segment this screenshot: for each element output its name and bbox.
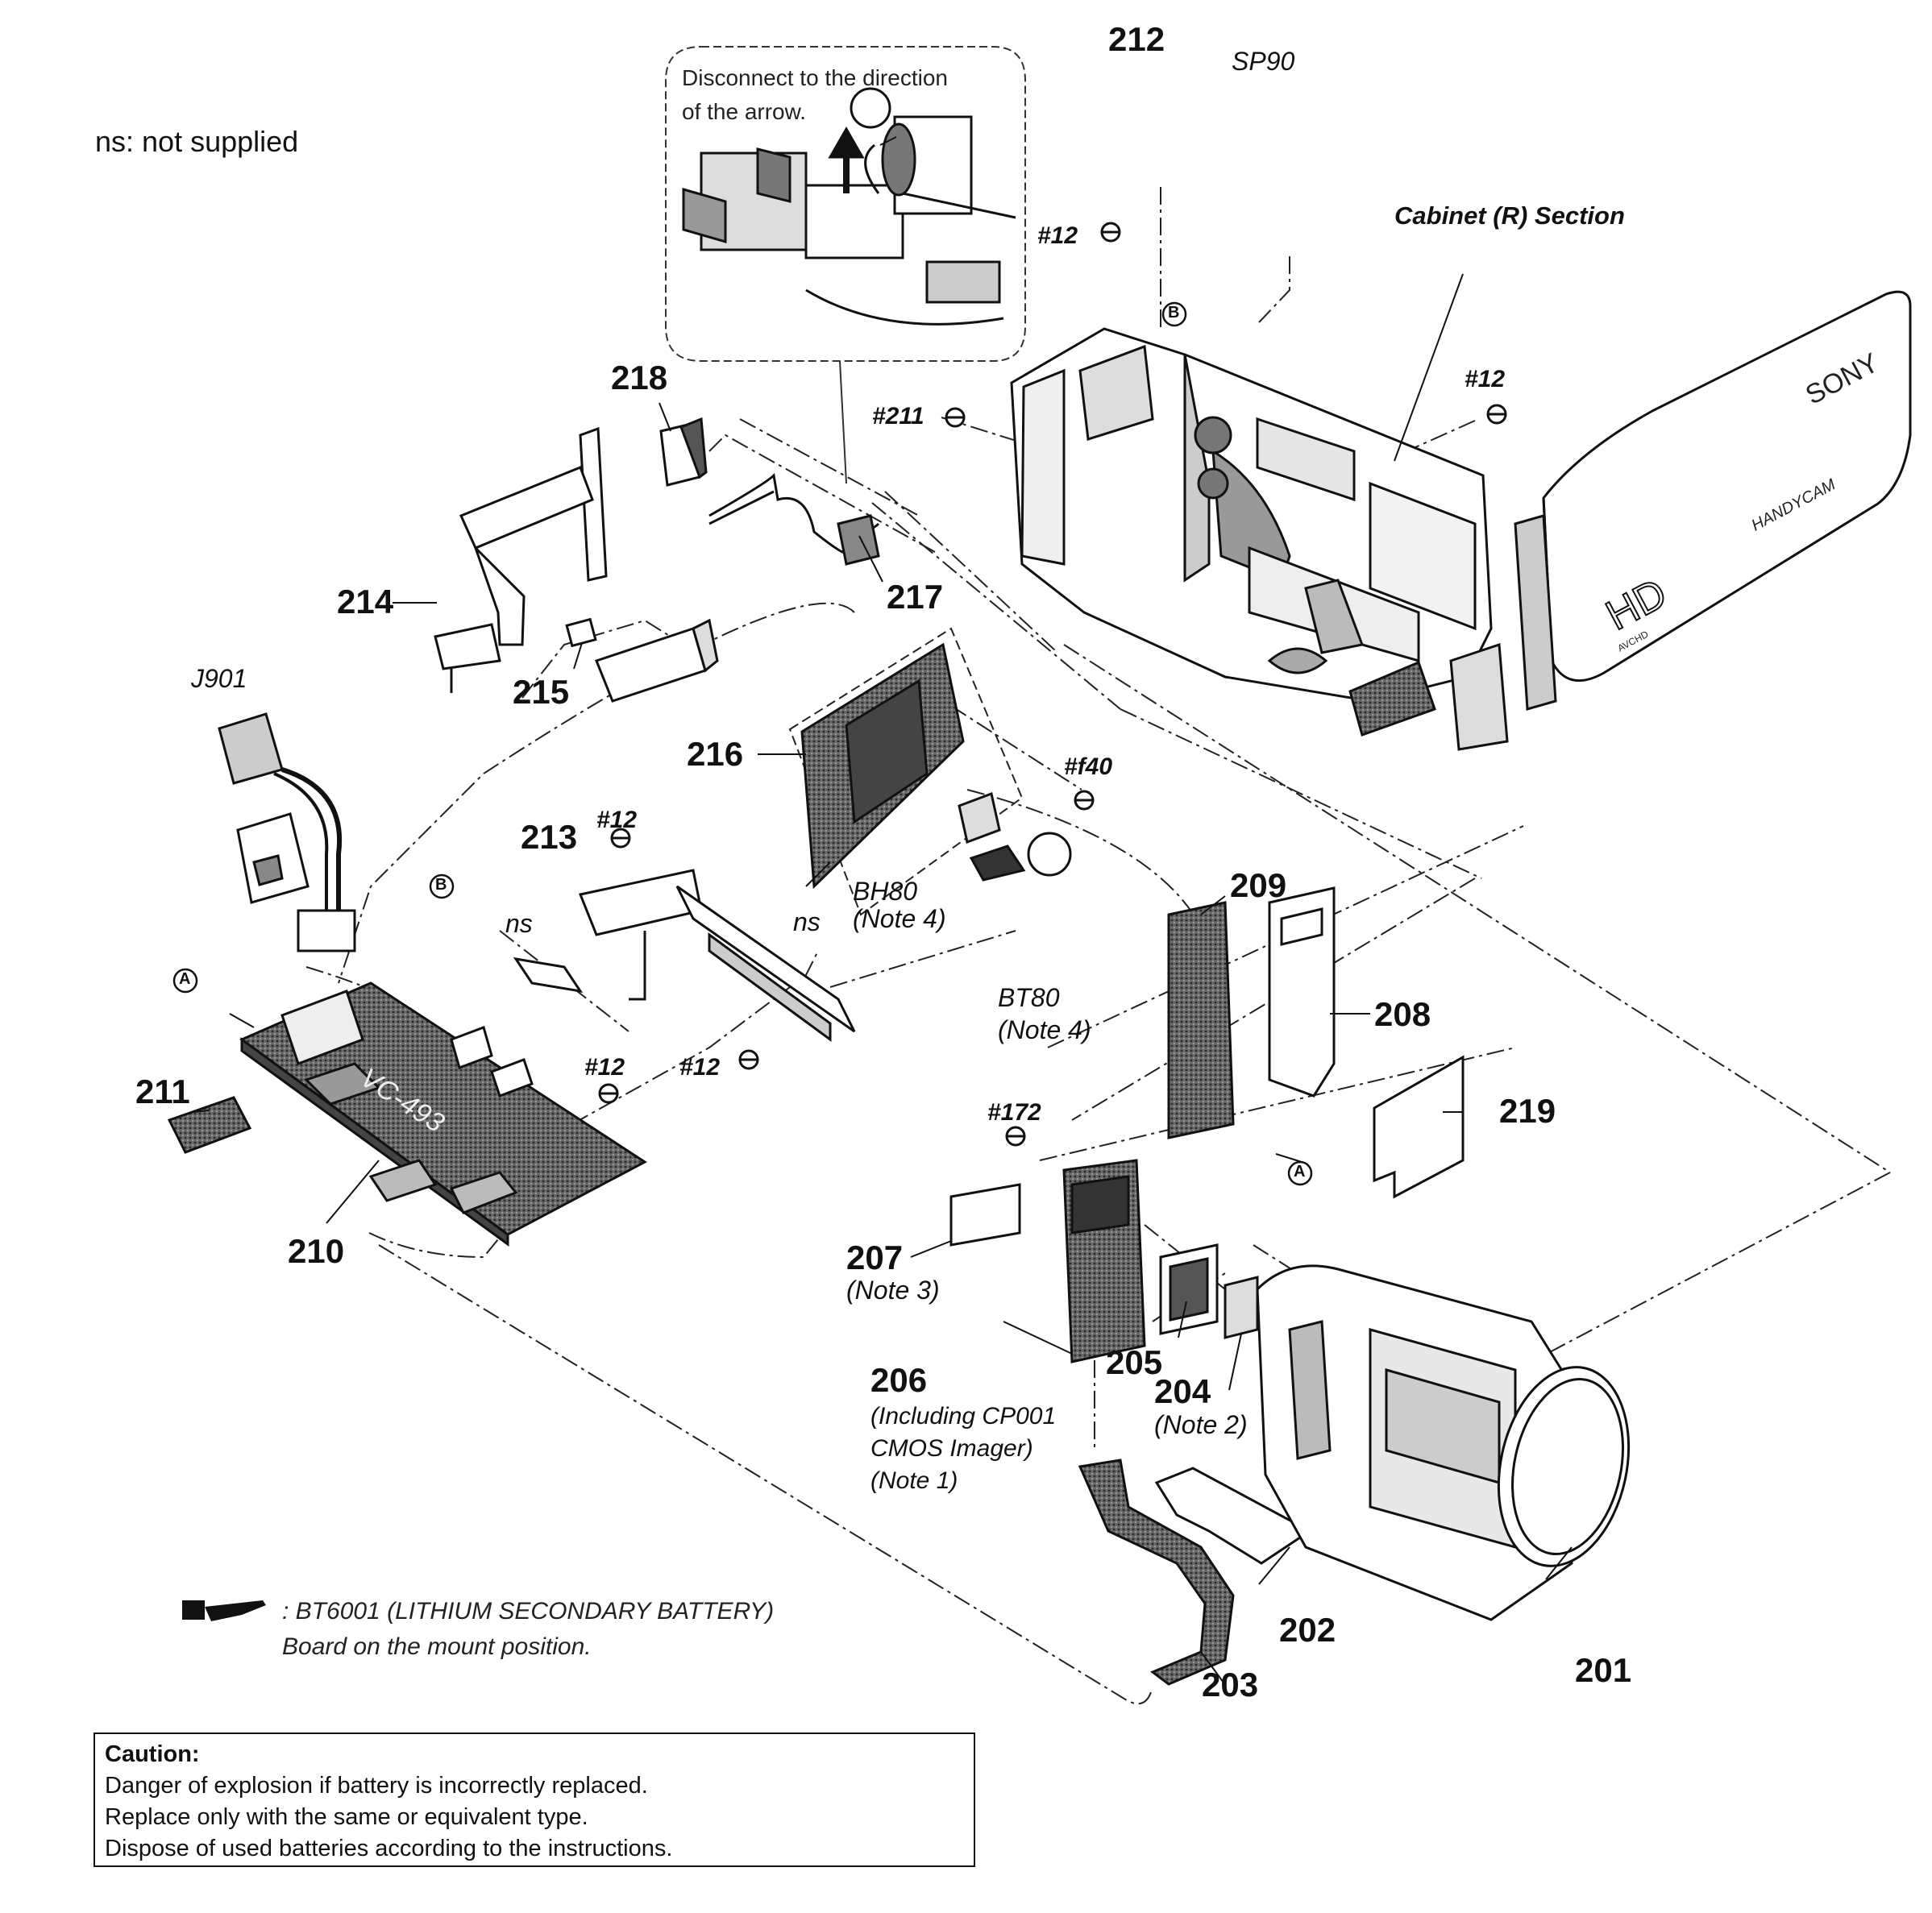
main-board-210 — [239, 981, 647, 1247]
caution-box: Caution: Danger of explosion if battery … — [93, 1732, 975, 1867]
part-label-201: 201 — [1575, 1651, 1632, 1689]
part-216-board — [800, 642, 1026, 890]
ref-label-bh80: BH80 — [853, 877, 918, 906]
part-label-206: 206 — [870, 1361, 928, 1399]
marker-b-top: B — [1168, 304, 1180, 322]
ref-note-bt80: (Note 4) — [998, 1015, 1091, 1044]
battery-legend-icon — [182, 1600, 266, 1621]
screw-12-right — [1486, 404, 1507, 425]
screw-label-140: #f40 — [1064, 753, 1113, 780]
adjacent-block — [595, 618, 719, 703]
part-207-tape — [949, 1183, 1021, 1247]
screw-label-12-mid: #12 — [679, 1054, 721, 1081]
caution-line-2: Replace only with the same or equivalent… — [105, 1804, 588, 1830]
speaker-sp90 — [864, 122, 916, 197]
part-219-sheet — [1373, 1055, 1465, 1199]
caution-line-1: Danger of explosion if battery is incorr… — [105, 1773, 648, 1799]
ref-label-j901: J901 — [191, 664, 247, 693]
screw-12-top — [1100, 222, 1121, 243]
screw-12-213 — [610, 828, 631, 849]
screws — [598, 222, 1507, 1147]
part-209-flex — [1167, 901, 1235, 1139]
leader-lines — [191, 136, 1573, 1683]
part-206-imager-board — [1062, 1159, 1146, 1363]
part-218-holder — [659, 417, 708, 487]
cabinet-section-label: Cabinet (R) Section — [1394, 201, 1625, 230]
screw-211 — [945, 407, 966, 428]
screw-172 — [1005, 1126, 1026, 1147]
battery-legend-line-2: Board on the mount position. — [282, 1633, 592, 1660]
ns-label-213: ns — [505, 909, 533, 938]
part-label-208: 208 — [1374, 995, 1431, 1033]
marker-circles — [172, 301, 1313, 1186]
screw-label-12-right: #12 — [1465, 366, 1506, 392]
battery-bt80 — [1027, 832, 1072, 877]
part-217-harness — [708, 472, 880, 566]
ref-note-bh80: (Note 4) — [853, 904, 946, 933]
part-204-filter — [1224, 1276, 1259, 1339]
part-202-sheet — [1154, 1467, 1312, 1565]
part-label-218: 218 — [611, 359, 668, 396]
note-204: (Note 2) — [1154, 1410, 1248, 1439]
ns-label-216: ns — [793, 907, 821, 936]
part-label-203: 203 — [1202, 1666, 1259, 1703]
part-label-202: 202 — [1279, 1611, 1336, 1649]
battery-legend: : BT6001 (LITHIUM SECONDARY BATTERY) Boa… — [282, 1594, 774, 1665]
callout-line-1: Disconnect to the direction — [682, 65, 948, 90]
j901-connector — [218, 712, 356, 952]
part-214-bracket — [434, 426, 608, 693]
caution-line-3: Dispose of used batteries according to t… — [105, 1836, 673, 1861]
button-battery-212 — [850, 87, 891, 129]
lens-block-201 — [1256, 1264, 1631, 1621]
part-label-210: 210 — [288, 1232, 345, 1270]
part-label-216: 216 — [687, 735, 744, 773]
part-label-204: 204 — [1154, 1372, 1211, 1410]
part-label-209: 209 — [1230, 866, 1287, 904]
note-206-cmos: CMOS Imager) — [870, 1435, 1033, 1462]
ref-label-sp90: SP90 — [1232, 47, 1295, 76]
part-label-205: 205 — [1106, 1343, 1163, 1381]
part-label-214: 214 — [337, 583, 394, 620]
part-label-211: 211 — [135, 1073, 190, 1110]
note-207: (Note 3) — [846, 1276, 940, 1305]
screw-label-12-board: #12 — [584, 1054, 625, 1081]
ref-label-bt80: BT80 — [998, 983, 1060, 1012]
battery-legend-line-1: : BT6001 (LITHIUM SECONDARY BATTERY) — [282, 1598, 775, 1625]
part-label-217: 217 — [887, 578, 944, 616]
part-213-bracket — [513, 869, 856, 1042]
screw-12-mid — [738, 1049, 759, 1070]
part-211-flex — [167, 1096, 252, 1154]
note-206-note1: (Note 1) — [870, 1467, 958, 1494]
disconnect-callout-bubble — [665, 46, 1026, 484]
part-205-frame — [1159, 1243, 1219, 1335]
note-206-including: (Including CP001 — [870, 1403, 1057, 1430]
part-203-flex — [1078, 1459, 1235, 1686]
cabinet-r-section-body — [1010, 290, 1912, 751]
part-label-219: 219 — [1499, 1092, 1556, 1130]
marker-b-board: B — [435, 876, 447, 894]
not-supplied-note: ns: not supplied — [95, 125, 299, 158]
part-label-213: 213 — [521, 818, 578, 856]
screw-label-211: #211 — [872, 403, 924, 429]
part-label-207: 207 — [846, 1239, 904, 1276]
part-215 — [565, 617, 597, 648]
callout-line-2: of the arrow. — [682, 99, 807, 124]
part-208-sheet — [1268, 886, 1336, 1098]
marker-a-board: A — [179, 970, 191, 988]
callout-text: Disconnect to the direction of the arrow… — [682, 61, 1020, 129]
screw-label-12-top: #12 — [1037, 222, 1078, 249]
screw-12-board — [598, 1083, 619, 1104]
screw-label-172: #172 — [987, 1099, 1041, 1126]
part-label-215: 215 — [513, 673, 570, 711]
screw-140 — [1074, 790, 1095, 811]
caution-title: Caution: — [105, 1741, 200, 1767]
part-label-212: 212 — [1108, 20, 1165, 58]
marker-a-right: A — [1294, 1163, 1306, 1181]
screw-label-12-213: #12 — [596, 807, 638, 833]
